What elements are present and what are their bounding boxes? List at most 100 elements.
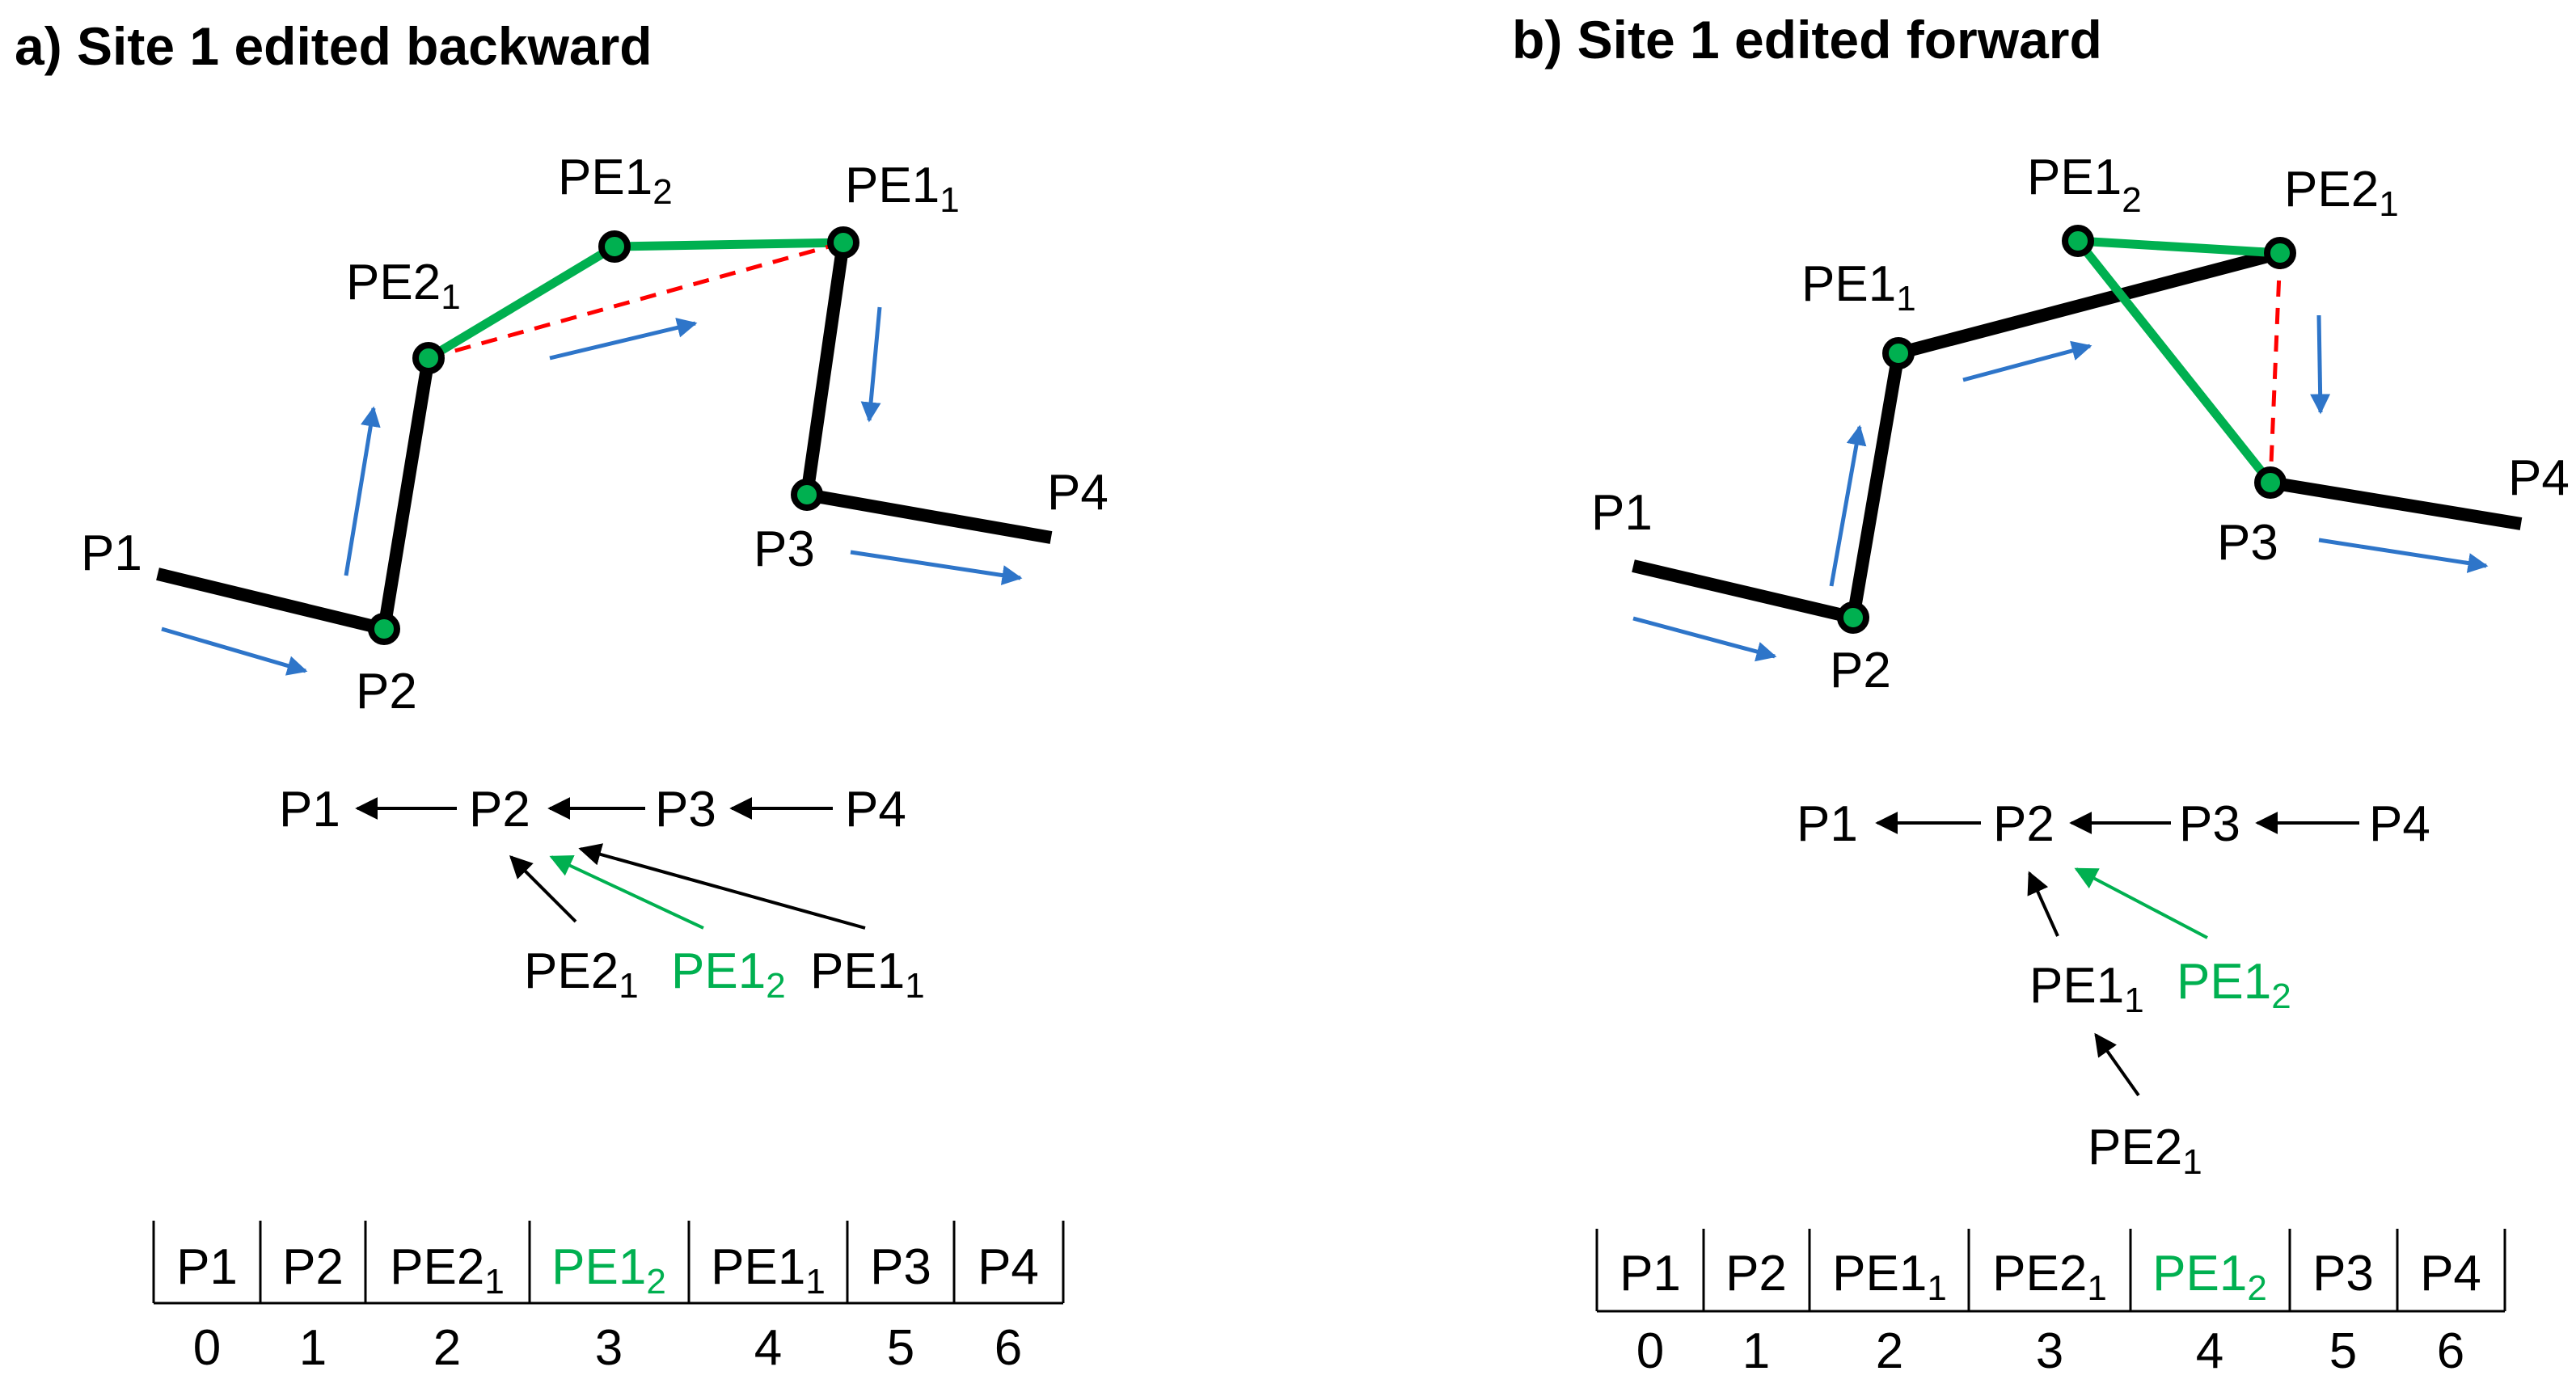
table-index: 4 — [2196, 1323, 2223, 1379]
direction-arrow — [2310, 314, 2331, 415]
label-p2: P2 — [1830, 643, 1891, 698]
tree-child-pe11: PE11 — [2029, 958, 2144, 1020]
edited-segment-pe12-pe11 — [614, 238, 844, 251]
label-pe21: PE21 — [346, 255, 461, 317]
segment-p1-p2 — [156, 567, 386, 635]
node-pe11 — [1882, 337, 1915, 369]
table-cell: PE11 — [711, 1239, 826, 1302]
label-p4: P4 — [1047, 465, 1109, 521]
panel-a-nodes — [368, 226, 859, 645]
segment-p2-pe21 — [378, 356, 435, 631]
segment-pe11-p3 — [800, 241, 850, 496]
label-p4: P4 — [2508, 450, 2570, 506]
table-index: 1 — [1742, 1323, 1770, 1379]
segment-p1-p2 — [1632, 559, 1855, 624]
table-cell: PE21 — [1992, 1246, 2107, 1308]
table-index: 3 — [595, 1320, 623, 1376]
tree-arrow — [2094, 1032, 2140, 1097]
table-index: 2 — [433, 1320, 461, 1376]
label-pe12: PE12 — [558, 150, 673, 212]
tree-arrow — [509, 855, 577, 923]
label-p3: P3 — [2217, 515, 2278, 571]
tree-child-pe11: PE11 — [810, 943, 925, 1006]
table-index: 3 — [2036, 1323, 2063, 1379]
direction-arrow — [1632, 616, 1777, 662]
tree-node-p1: P1 — [279, 782, 340, 837]
direction-arrow — [549, 318, 698, 361]
tree-child-pe21: PE21 — [524, 943, 639, 1006]
panel-b-tree: P1 P2 P3 P4 PE11 PE12 PE21 — [1797, 796, 2430, 1182]
node-pe11 — [827, 226, 859, 259]
gap-line — [428, 240, 844, 361]
table-cell: PE21 — [390, 1239, 505, 1302]
node-p2 — [368, 613, 400, 645]
panel-a-tree: P1 P2 P3 P4 PE21 PE12 PE11 — [279, 782, 925, 1006]
node-pe21 — [2264, 237, 2296, 269]
node-pe21 — [412, 342, 445, 374]
table-index: 6 — [995, 1320, 1022, 1376]
table-cell: P2 — [282, 1239, 344, 1295]
label-p1: P1 — [81, 525, 142, 581]
panel-b-title: b) Site 1 edited forward — [1512, 10, 2102, 70]
table-cell: P2 — [1725, 1246, 1787, 1302]
direction-arrow — [850, 550, 1023, 585]
tree-node-p4: P4 — [2369, 796, 2430, 852]
label-pe11: PE11 — [845, 158, 960, 220]
label-pe11: PE11 — [1801, 256, 1916, 319]
direction-arrow — [2318, 538, 2489, 573]
tree-node-p3: P3 — [655, 782, 716, 837]
edited-segment-pe21-pe12 — [426, 243, 617, 362]
label-p1: P1 — [1591, 485, 1653, 541]
label-p3: P3 — [754, 521, 815, 577]
gap-line — [2268, 252, 2283, 483]
node-pe12 — [598, 230, 631, 263]
tree-arrow-highlight — [549, 855, 704, 930]
table-cell-highlight: PE12 — [551, 1239, 666, 1302]
panel-b-direction-arrows — [1632, 314, 2489, 662]
tree-arrow — [578, 843, 866, 930]
table-cell-highlight: PE12 — [2152, 1246, 2267, 1308]
direction-arrow — [1962, 340, 2092, 382]
table-cell: P1 — [176, 1239, 238, 1295]
table-cell: PE11 — [1832, 1246, 1947, 1308]
table-index: 5 — [887, 1320, 914, 1376]
table-cell: P4 — [978, 1239, 1039, 1295]
table-index: 2 — [1876, 1323, 1903, 1379]
table-index: 0 — [1636, 1323, 1664, 1379]
panel-a-table: P1 P2 PE21 PE12 PE11 P3 P4 0 1 2 3 4 5 6 — [152, 1221, 1065, 1376]
table-index: 1 — [299, 1320, 327, 1376]
table-cell: P3 — [2312, 1246, 2374, 1302]
panel-a-title: a) Site 1 edited backward — [15, 16, 652, 76]
label-p2: P2 — [356, 664, 417, 719]
tree-node-p3: P3 — [2179, 796, 2240, 852]
direction-arrow — [161, 626, 308, 676]
tree-arrow-highlight — [2074, 867, 2208, 939]
node-p2 — [1837, 601, 1869, 634]
tree-node-p2: P2 — [1993, 796, 2054, 852]
table-cell: P1 — [1620, 1246, 1681, 1302]
table-cell: P4 — [2420, 1246, 2481, 1302]
segment-p3-p4 — [2269, 476, 2523, 530]
edited-segment-pe12-p3 — [2074, 238, 2274, 486]
table-index: 5 — [2329, 1323, 2357, 1379]
table-index: 4 — [754, 1320, 782, 1376]
panel-b-path — [1632, 236, 2523, 624]
label-pe12: PE12 — [2027, 150, 2142, 220]
tree-node-p2: P2 — [469, 782, 530, 837]
node-pe12 — [2062, 225, 2094, 257]
panel-a-direction-arrows — [161, 306, 1023, 676]
segment-pe11-pe21 — [1896, 247, 2283, 360]
table-index: 0 — [193, 1320, 221, 1376]
direction-arrow — [344, 406, 381, 576]
table-cell: P3 — [870, 1239, 931, 1295]
panel-b-node-labels: P1 P2 P3 P4 PE11 PE12 PE21 — [1591, 150, 2570, 698]
panel-b-nodes — [1837, 225, 2296, 634]
direction-arrow — [860, 306, 882, 423]
tree-child-pe12: PE12 — [671, 943, 786, 1006]
tree-node-p4: P4 — [845, 782, 906, 837]
label-pe21: PE21 — [2284, 162, 2399, 224]
panel-b: b) Site 1 edited forward P1 P — [1512, 10, 2570, 1379]
panel-a: a) Site 1 edited backward — [15, 16, 1109, 1376]
tree-child-pe12: PE12 — [2177, 954, 2291, 1016]
